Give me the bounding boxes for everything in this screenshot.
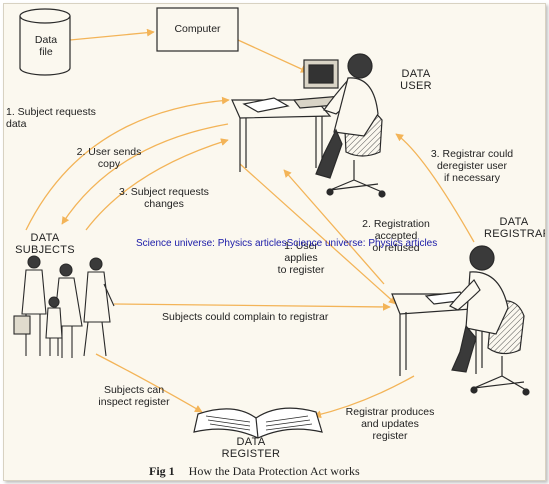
data-subjects-figure <box>13 255 115 358</box>
label-user-sends-copy: 2. User sends copy <box>76 146 142 170</box>
label-inspect: Subjects can inspect register <box>98 384 170 408</box>
label-complain: Subjects could complain to registrar <box>162 311 329 323</box>
arrow-produces <box>313 375 415 419</box>
watermark-text: Science universe: Physics articlesScienc… <box>136 238 438 249</box>
label-deregister: 3. Registrar could deregister user if ne… <box>430 148 514 184</box>
label-registration: 2. Registration accepted or refused <box>362 218 430 254</box>
data-registrar-figure <box>391 245 530 396</box>
data-user-label: DATA USER <box>400 68 432 92</box>
computer-box <box>156 7 239 52</box>
data-register-book <box>193 407 323 439</box>
data-file-cylinder <box>19 8 71 76</box>
arrow-subject-requests-data <box>25 96 230 231</box>
figure-number: Fig 1 <box>149 464 175 478</box>
figure-title: How the Data Protection Act works <box>188 464 360 478</box>
arrow-complain <box>113 303 391 311</box>
figure-caption: Fig 1 How the Data Protection Act works <box>149 464 409 479</box>
arrows <box>25 28 475 419</box>
data-file-label: Data file <box>34 34 58 58</box>
arrow-user-applies <box>239 163 397 305</box>
arrow-inspect <box>95 353 203 413</box>
label-produces: Registrar produces and updates register <box>345 406 435 442</box>
arrow-user-sends-copy <box>61 123 229 225</box>
label-subject-requests-data: 1. Subject requests data <box>6 106 96 130</box>
arrow-subject-requests-changes <box>85 138 229 231</box>
computer-label: Computer <box>174 23 221 35</box>
data-user-figure <box>231 53 386 198</box>
arrow-deregister <box>395 133 475 243</box>
arrow-datafile-computer <box>69 28 155 41</box>
arrow-computer-user <box>237 39 309 73</box>
arrow-registration-response <box>283 169 385 285</box>
data-registrar-label: DATA REGISTRAR <box>484 216 546 240</box>
data-register-label: DATA REGISTER <box>221 436 281 460</box>
diagram-canvas <box>13 7 530 439</box>
diagram-frame: Data file Computer DATA USER DATA SUBJEC… <box>3 3 546 481</box>
label-user-applies: 1. User applies to register <box>277 240 325 276</box>
label-subject-requests-changes: 3. Subject requests changes <box>119 186 209 210</box>
data-subjects-label: DATA SUBJECTS <box>15 232 75 256</box>
